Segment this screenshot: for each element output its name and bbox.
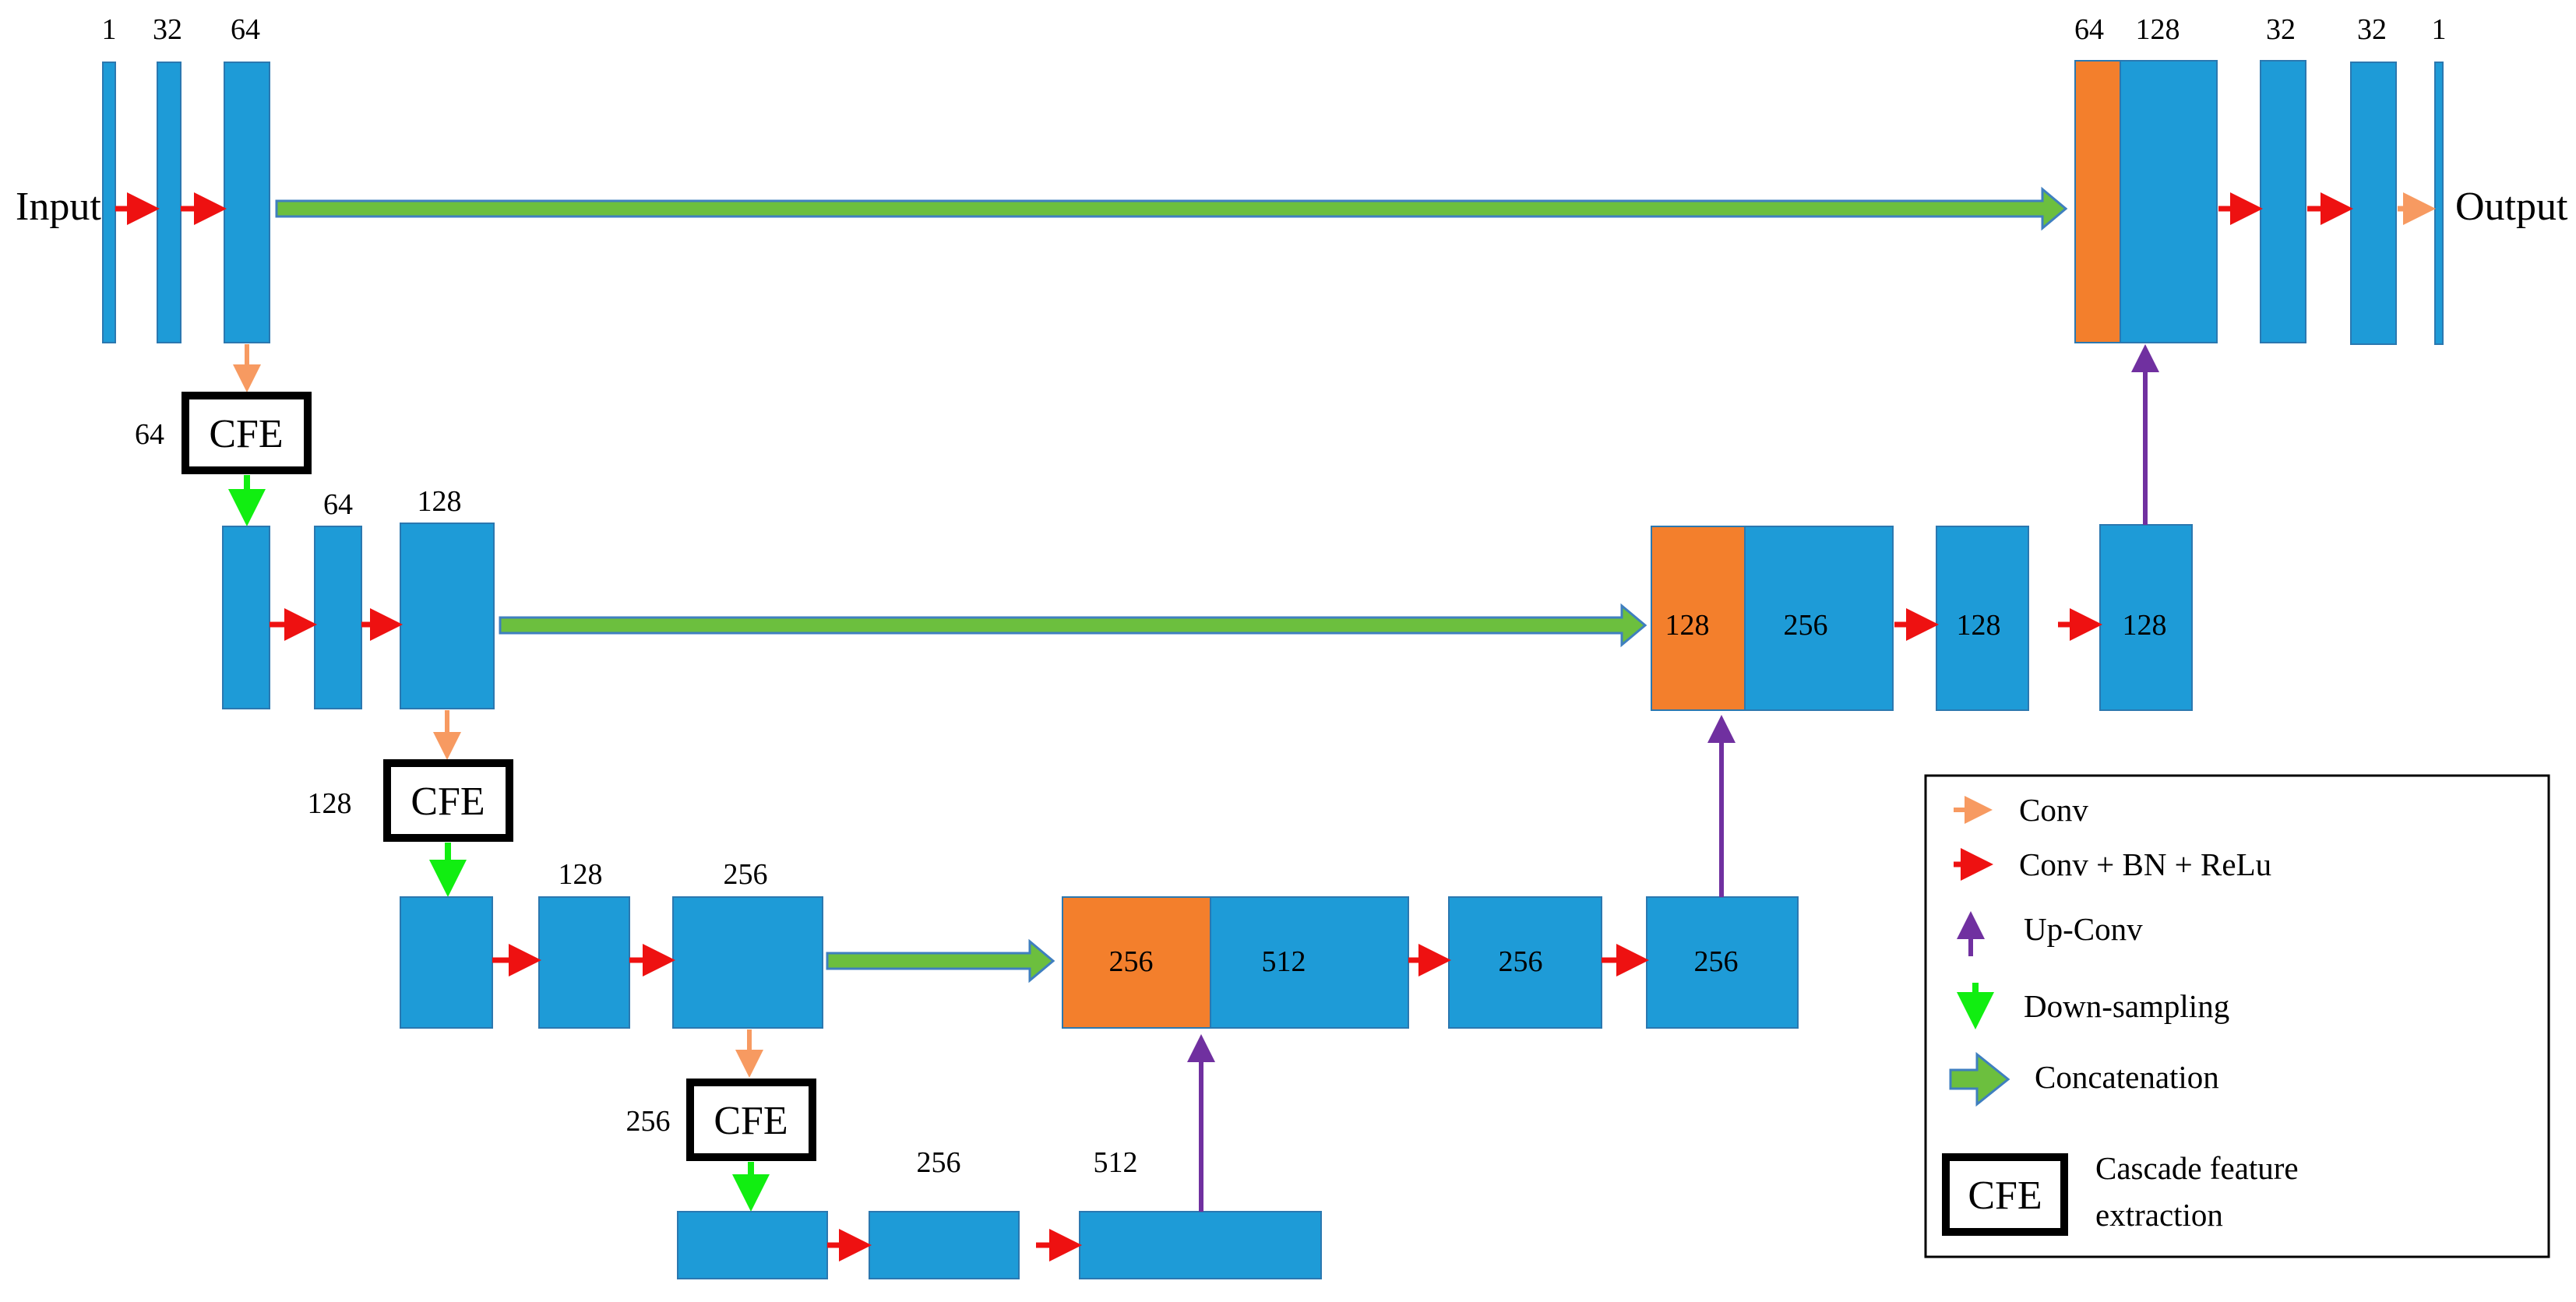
dec0-label-5: 1 — [2432, 13, 2447, 46]
cfe-block-2 — [383, 759, 513, 842]
legend-cfe-text: CFE — [1968, 1174, 2042, 1218]
enc1-label-2: 128 — [418, 485, 462, 518]
dec2-label-2: 512 — [1262, 945, 1306, 978]
legend-cfe-icon — [1942, 1153, 2068, 1236]
enc3-label-2: 512 — [1094, 1146, 1138, 1179]
dec1-label-2: 256 — [1784, 609, 1828, 642]
enc2-block-2 — [538, 896, 630, 1029]
enc0-block-3 — [224, 62, 270, 343]
dec0-label-3: 32 — [2266, 13, 2296, 46]
dec2-label-1: 256 — [1109, 945, 1154, 978]
cfe-label: CFE — [411, 779, 485, 824]
dec0-block-2 — [2260, 60, 2306, 343]
cfe-label: CFE — [714, 1099, 788, 1143]
dec0-concat-part — [2074, 60, 2121, 343]
enc1-block-2 — [314, 526, 362, 709]
dec2-block-1 — [1210, 896, 1409, 1029]
enc3-block-1 — [677, 1211, 828, 1279]
enc0-label-2: 32 — [153, 13, 182, 46]
output-label: Output — [2455, 185, 2568, 229]
enc2-block-1 — [400, 896, 493, 1029]
enc0-label-1: 1 — [102, 13, 117, 46]
dec1-label-3: 128 — [1957, 609, 2001, 642]
dec0-label-2: 128 — [2136, 13, 2180, 46]
dec2-concat-part — [1062, 896, 1211, 1029]
dec1-block-2 — [1936, 526, 2029, 711]
legend-cfe-label-line1: Cascade feature — [2095, 1150, 2299, 1186]
enc3-block-2 — [869, 1211, 1020, 1279]
dec2-label-3: 256 — [1499, 945, 1543, 978]
concat-arrow — [826, 938, 1055, 984]
dec1-label-1: 128 — [1665, 609, 1710, 642]
enc2-label-2: 256 — [724, 858, 768, 891]
legend-concatenation-icon — [1949, 1051, 2010, 1107]
cfe-block-1 — [181, 392, 312, 474]
legend-down-sampling-label: Down-sampling — [2024, 988, 2229, 1024]
enc1-block-3 — [400, 523, 495, 709]
legend-concatenation-label: Concatenation — [2035, 1059, 2219, 1095]
dec0-label-1: 64 — [2074, 13, 2104, 46]
dec2-block-2 — [1448, 896, 1602, 1029]
input-label: Input — [16, 185, 101, 229]
cfe-side-label-2: 128 — [308, 787, 352, 820]
concat-arrow — [275, 186, 2068, 231]
legend-up-conv-label: Up-Conv — [2024, 911, 2143, 947]
dec1-label-4: 128 — [2123, 609, 2167, 642]
enc0-block-2 — [157, 62, 181, 343]
dec2-block-3 — [1646, 896, 1799, 1029]
legend: Conv Conv + BN + ReLu Up-Conv Down-sampl… — [1924, 774, 2550, 1258]
legend-conv-label: Conv — [2019, 792, 2088, 828]
dec0-block-3 — [2350, 62, 2397, 345]
enc3-block-3 — [1079, 1211, 1322, 1279]
dec0-block-1 — [2120, 60, 2218, 343]
cfe-side-label-1: 64 — [135, 418, 164, 451]
legend-cbr-label: Conv + BN + ReLu — [2019, 846, 2271, 882]
cfe-label: CFE — [209, 412, 283, 456]
enc1-block-1 — [222, 526, 270, 709]
enc0-label-3: 64 — [231, 13, 260, 46]
cfe-side-label-3: 256 — [626, 1105, 671, 1138]
dec0-block-4 — [2434, 62, 2444, 345]
dec1-concat-part — [1651, 526, 1746, 711]
legend-cfe-label-line2: extraction — [2095, 1197, 2223, 1233]
enc3-label-1: 256 — [917, 1146, 961, 1179]
dec1-block-1 — [1744, 526, 1894, 711]
dec0-label-4: 32 — [2357, 13, 2387, 46]
enc0-block-1 — [102, 62, 116, 343]
enc2-block-3 — [672, 896, 823, 1029]
dec2-label-4: 256 — [1694, 945, 1739, 978]
cfe-block-3 — [686, 1079, 816, 1161]
enc2-label-1: 128 — [559, 858, 603, 891]
concat-arrow — [499, 603, 1647, 648]
enc1-label-1: 64 — [323, 488, 353, 521]
